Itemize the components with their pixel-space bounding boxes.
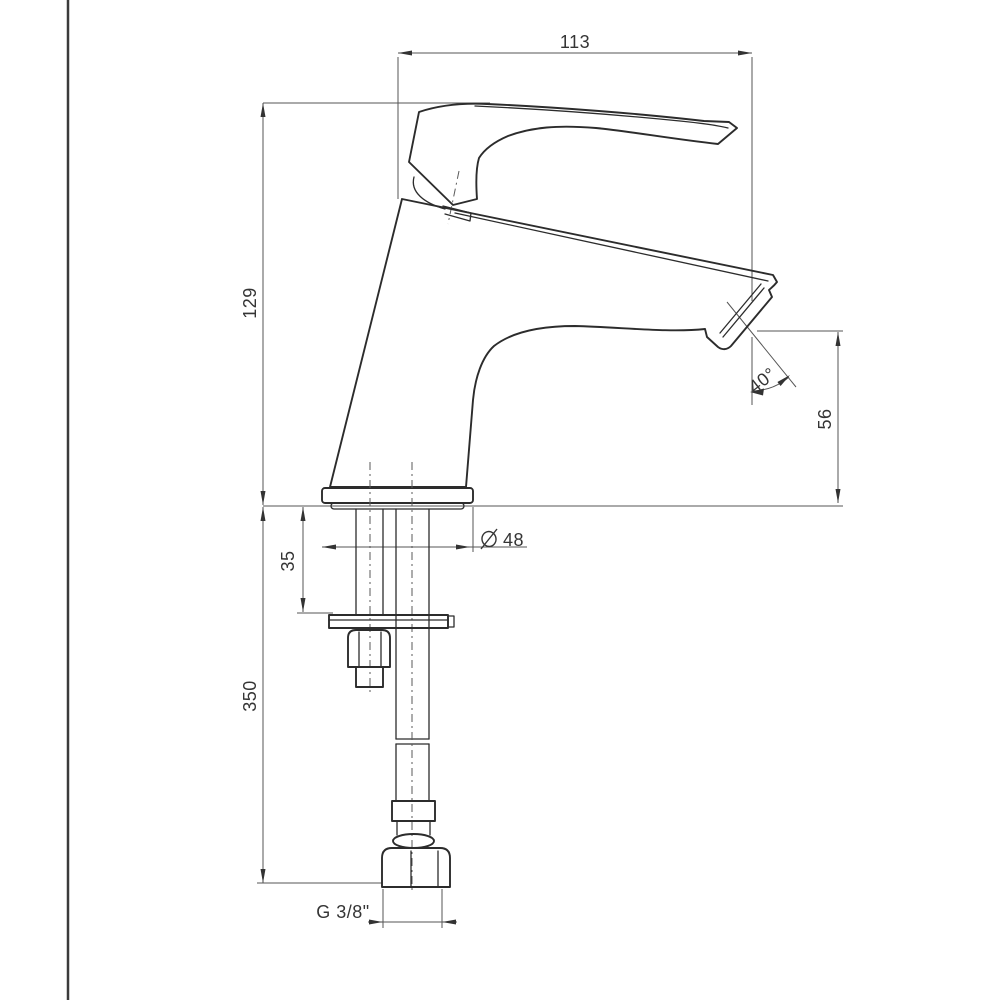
washer-end-cap: [447, 615, 455, 628]
spout-ribbon-line: [454, 212, 769, 282]
dim-deck-thickness: 35: [278, 550, 298, 571]
dimension-labels: 113 129 35 350 56 40° 48 G 3/8": [240, 32, 835, 922]
supply-hose: [395, 508, 430, 802]
dim-thread: G 3/8": [316, 902, 369, 922]
handle-ribbon-line: [474, 105, 729, 129]
hose-neck: [396, 820, 431, 836]
dim-hose-length: 350: [240, 680, 260, 712]
dim-body-height: 129: [240, 287, 260, 319]
mounting-washer: [328, 614, 455, 629]
hose-oring-bulge: [392, 833, 435, 849]
dim-spout-angle: 40°: [745, 364, 780, 397]
mounting-nut: [347, 629, 391, 668]
hose-collar: [391, 800, 436, 822]
connection-nut: [381, 847, 451, 888]
faucet-above-counter: [329, 102, 778, 488]
dim-base-diameter-value: 48: [503, 530, 524, 550]
faucet-handle: [408, 102, 738, 206]
stud-end: [355, 666, 384, 688]
diameter-symbol: [480, 528, 498, 550]
dim-outlet-height: 56: [815, 408, 835, 429]
extension-lines: [257, 57, 843, 928]
base-flange: [321, 487, 474, 510]
dim-spout-reach: 113: [560, 32, 590, 52]
threaded-stud: [355, 508, 384, 616]
aerator-band: [719, 283, 765, 338]
flange-lip: [330, 502, 465, 510]
faucet-body-spout: [329, 198, 778, 488]
under-counter-assembly: [328, 462, 455, 893]
arc-arrow-right: [777, 375, 790, 386]
dimension-lines: [260, 50, 841, 925]
arc-arrow-left: [750, 388, 764, 396]
dim-base-diameter: 48: [480, 528, 524, 550]
